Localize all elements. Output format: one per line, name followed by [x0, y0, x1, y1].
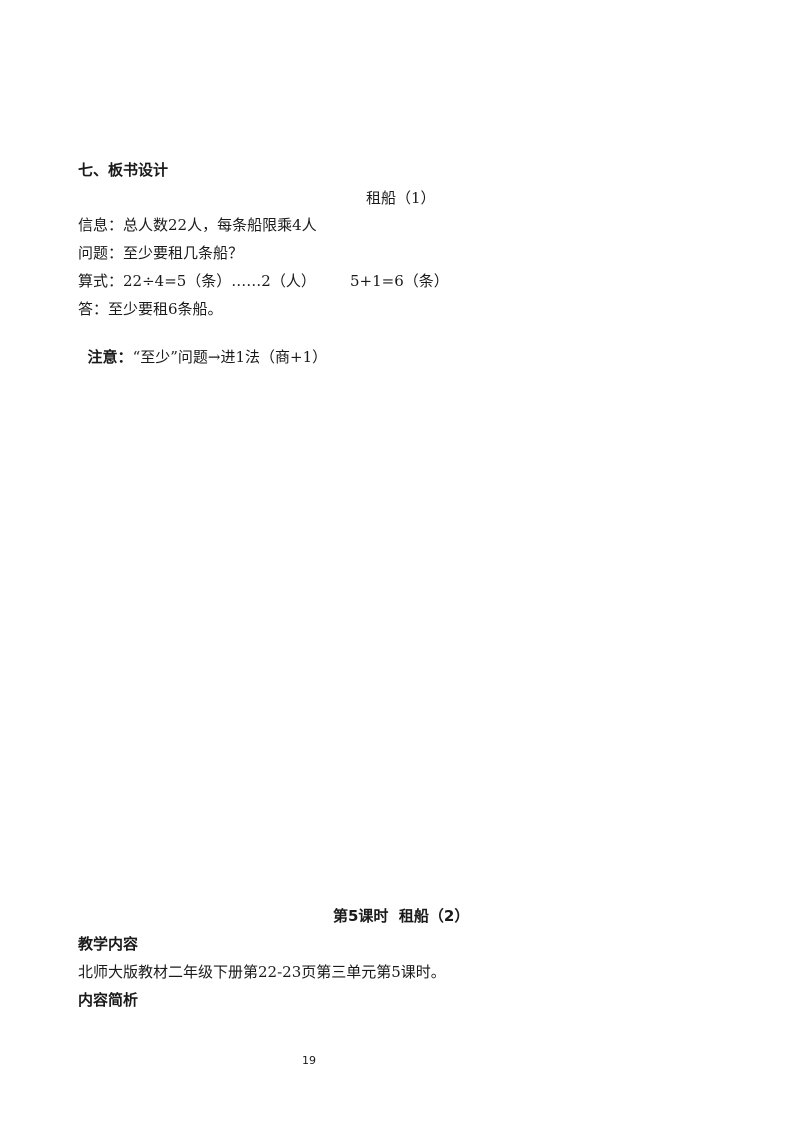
formula-line: 算式：22÷4=5（条）……2（人）	[78, 272, 316, 290]
formula-addition: 5+1=6（条）	[350, 272, 449, 290]
content-text: 北师大版教材二年级下册第22-23页第三单元第5课时。	[78, 963, 446, 981]
lesson-title: 第5课时 租船（2）	[333, 907, 470, 925]
question-line: 问题：至少要租几条船？	[78, 244, 244, 262]
info-line: 信息：总人数22人，每条船限乘4人	[78, 216, 317, 234]
section-heading: 七、板书设计	[78, 161, 169, 179]
board-title: 租船（1）	[366, 189, 436, 207]
content-heading: 教学内容	[78, 935, 139, 953]
page-number: 19	[302, 1054, 316, 1067]
note-text: “至少”问题→进1法（商+1）	[132, 348, 328, 366]
answer-line: 答：至少要租6条船。	[78, 300, 223, 318]
note-label: 注意：	[87, 348, 133, 366]
analysis-heading: 内容简析	[78, 991, 139, 1009]
note-line: 注意：“至少”问题→进1法（商+1）	[78, 327, 328, 367]
